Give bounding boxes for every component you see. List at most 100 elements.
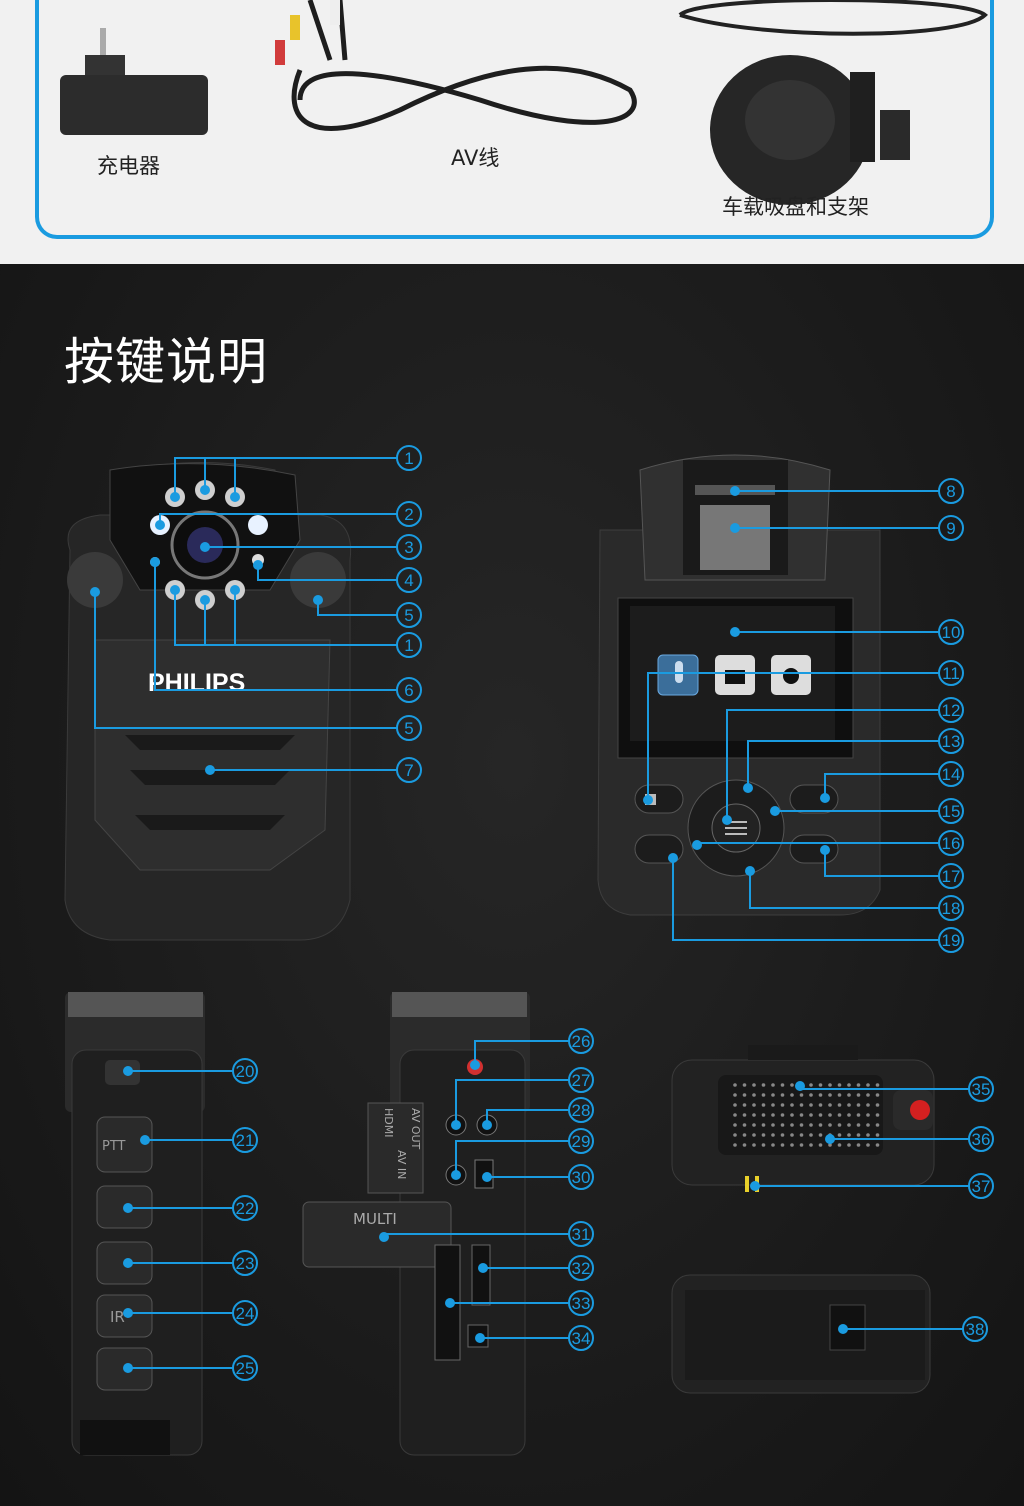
light-button[interactable]	[789, 834, 839, 864]
callout-dot	[205, 765, 215, 775]
callout-dot	[313, 595, 323, 605]
callout-line	[234, 590, 397, 646]
speaker-hole	[866, 1113, 870, 1117]
callout-dot	[743, 783, 753, 793]
microphone-left	[67, 552, 123, 608]
speaker-hole	[856, 1113, 861, 1117]
callout-circle	[232, 1058, 258, 1084]
speaker-hole	[799, 1093, 804, 1097]
speaker-hole	[837, 1113, 842, 1117]
callout-number: 32	[572, 1259, 591, 1278]
speaker-hole	[742, 1083, 747, 1087]
callout-circle	[938, 660, 964, 686]
speaker-hole	[742, 1143, 747, 1147]
callout-27: 27	[451, 1067, 594, 1130]
callout-circle	[568, 1097, 594, 1123]
bottom-view-device	[671, 1274, 931, 1394]
callout-circle	[938, 863, 964, 889]
speaker-hole	[856, 1093, 861, 1097]
speaker-hole	[847, 1123, 851, 1127]
callout-dot	[770, 806, 780, 816]
speaker-hole	[771, 1103, 775, 1107]
callout-line	[824, 773, 939, 798]
callout-dot	[123, 1363, 133, 1373]
speaker-hole	[733, 1113, 737, 1117]
callout-number: 26	[572, 1032, 591, 1051]
callout-circle	[232, 1300, 258, 1326]
callout-dot	[90, 587, 100, 597]
callout-circle	[232, 1127, 258, 1153]
callout-number: 5	[404, 606, 413, 625]
callout-dot	[170, 492, 180, 502]
speaker-hole	[790, 1113, 794, 1117]
speaker-hole	[742, 1113, 747, 1117]
speaker-hole	[875, 1103, 880, 1107]
callout-number: 38	[966, 1320, 985, 1339]
speaker-hole	[818, 1123, 823, 1127]
speaker-hole	[799, 1103, 804, 1107]
callout-circle	[568, 1028, 594, 1054]
callout-circle	[938, 895, 964, 921]
speaker-hole	[761, 1083, 766, 1087]
ir-label: IR	[110, 1308, 125, 1326]
callout-dot	[253, 560, 263, 570]
speaker-hole	[866, 1133, 870, 1137]
callout-number: 15	[942, 802, 961, 821]
callout-35: 35	[795, 1076, 994, 1102]
speaker-hole	[780, 1113, 785, 1117]
callout-circle	[396, 757, 422, 783]
emergency-button[interactable]	[910, 1100, 930, 1120]
speaker-hole	[809, 1103, 813, 1107]
speaker-hole	[856, 1123, 861, 1127]
callout-circle	[568, 1221, 594, 1247]
callout-8: 8	[730, 478, 964, 504]
callout-circle	[968, 1076, 994, 1102]
callout-circle	[938, 515, 964, 541]
av-in-label: AV IN	[395, 1150, 408, 1179]
speaker-hole	[866, 1093, 870, 1097]
speaker-hole	[856, 1143, 861, 1147]
callout-dot	[643, 795, 653, 805]
speaker-hole	[799, 1113, 804, 1117]
speaker-hole	[742, 1093, 747, 1097]
speaker-hole	[733, 1143, 737, 1147]
callout-4: 4	[253, 560, 422, 593]
callout-number: 18	[942, 899, 961, 918]
speaker-hole	[742, 1103, 747, 1107]
stop-button[interactable]	[634, 784, 684, 814]
section-title: 按键说明	[64, 333, 268, 391]
callout-dot	[230, 492, 240, 502]
speaker-hole	[818, 1083, 823, 1087]
callout-dot	[730, 627, 740, 637]
callout-dot	[478, 1263, 488, 1273]
callout-number: 24	[236, 1304, 255, 1323]
callout-number: 7	[404, 761, 413, 780]
port-cover[interactable]	[367, 1102, 424, 1194]
speaker-hole	[866, 1123, 870, 1127]
speaker-hole	[837, 1123, 842, 1127]
callout-circle	[396, 445, 422, 471]
speaker-hole	[828, 1083, 832, 1087]
callout-6: 6	[150, 557, 422, 703]
callout-number: 36	[972, 1130, 991, 1149]
callout-circle	[968, 1126, 994, 1152]
play-pause-button[interactable]	[789, 784, 839, 814]
callout-number: 12	[942, 701, 961, 720]
speaker-hole	[847, 1133, 851, 1137]
callout-number: 31	[572, 1225, 591, 1244]
speaker-hole	[780, 1143, 785, 1147]
speaker-hole	[771, 1113, 775, 1117]
callout-circle	[396, 715, 422, 741]
callout-number: 4	[404, 571, 413, 590]
speaker-hole	[818, 1093, 823, 1097]
callout-number: 21	[236, 1131, 255, 1150]
record-button[interactable]	[105, 1060, 140, 1085]
speaker-hole	[875, 1123, 880, 1127]
callout-number: 28	[572, 1101, 591, 1120]
speaker-hole	[752, 1083, 756, 1087]
speaker-hole	[761, 1093, 766, 1097]
callout-number: 25	[236, 1359, 255, 1378]
speaker-hole	[875, 1143, 880, 1147]
ptt-button[interactable]	[96, 1116, 153, 1173]
speaker-hole	[771, 1093, 775, 1097]
